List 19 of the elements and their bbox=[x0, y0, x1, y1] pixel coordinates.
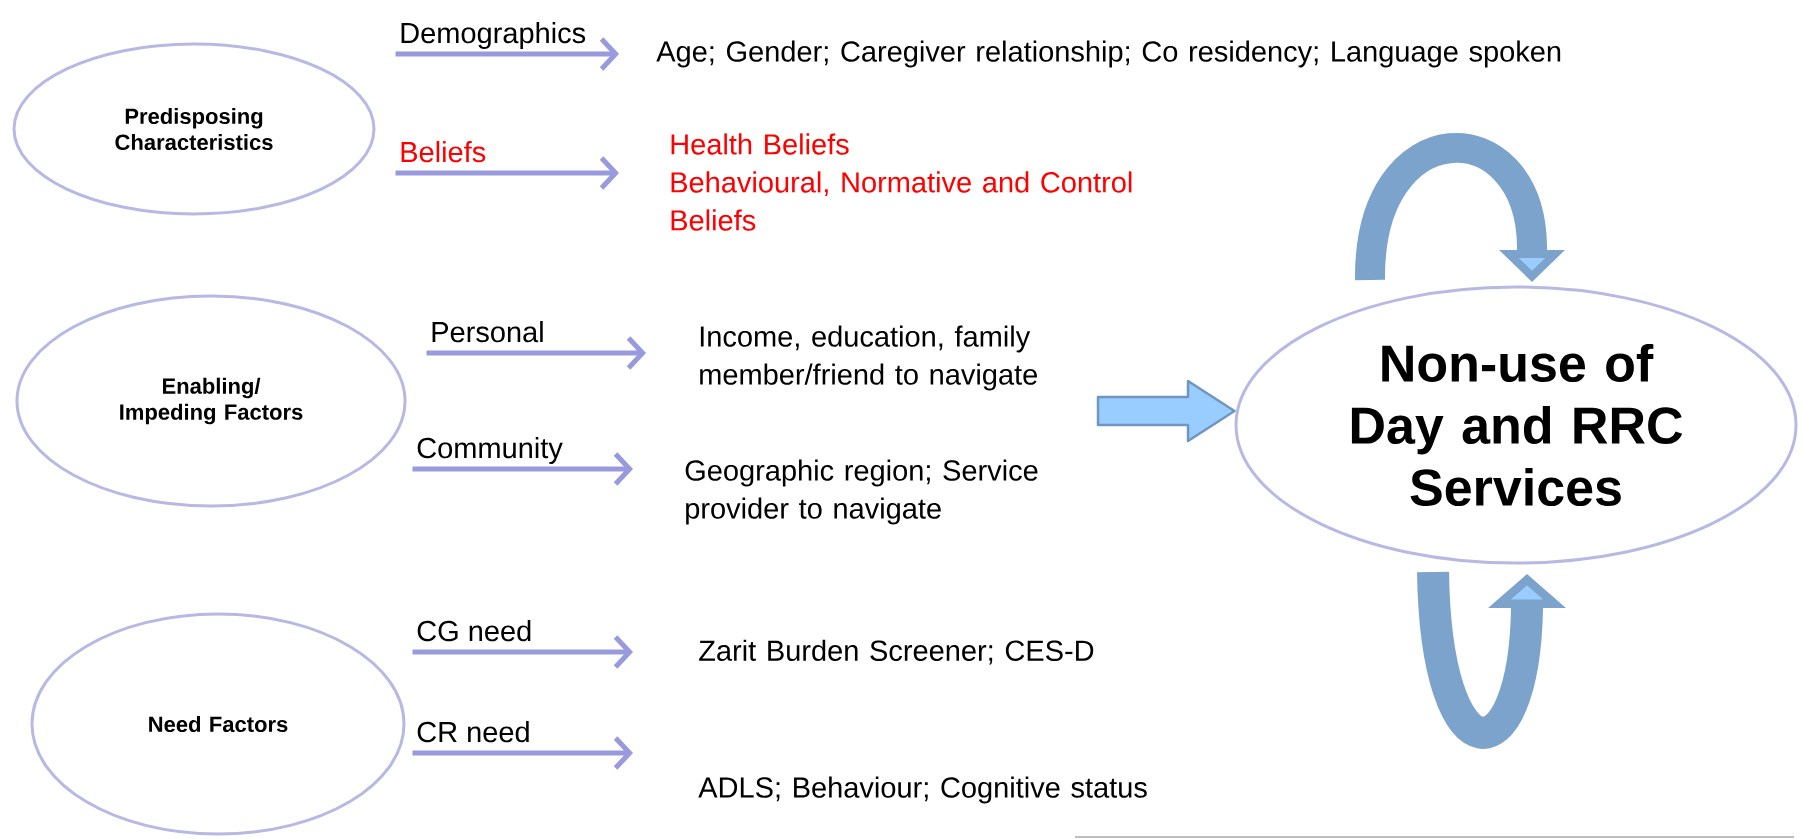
edge-label: Demographics bbox=[398, 21, 588, 50]
edge-label: CR need bbox=[415, 720, 532, 744]
edge-label: Beliefs bbox=[398, 140, 488, 164]
factor-text: Income, education, family member/friend to navigate bbox=[700, 325, 1037, 391]
arrow bbox=[412, 736, 633, 770]
arrow bbox=[395, 37, 619, 71]
arrow bbox=[412, 635, 633, 669]
arrow bbox=[426, 336, 646, 370]
factor-text: Age; Gender; Caregiver relationship; Co residency; Language spoken bbox=[656, 40, 1561, 68]
factor-text: Health Beliefs Behavioural, Normative and Control Beliefs bbox=[671, 133, 1132, 231]
block-arrow bbox=[1096, 379, 1236, 443]
factor-text: Zarit Burden Screener; CES-D bbox=[699, 639, 1094, 665]
arrow bbox=[395, 156, 619, 190]
edge-label: Personal bbox=[429, 320, 546, 344]
factor-text: Geographic region; Service provider to navigate bbox=[685, 459, 1038, 525]
factor-text: ADLS; Behaviour; Cognitive status bbox=[698, 776, 1147, 804]
edge-label: Community bbox=[415, 436, 564, 465]
arrow bbox=[412, 452, 633, 486]
edge-label: CG need bbox=[415, 619, 534, 643]
